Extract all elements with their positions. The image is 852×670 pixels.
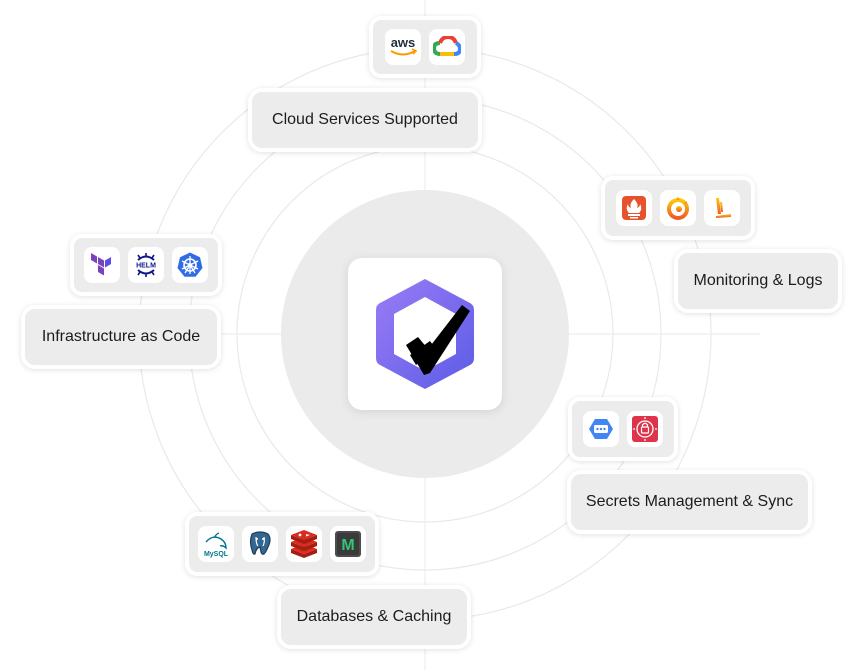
gcp-secret-manager-icon bbox=[583, 411, 619, 447]
postgresql-icon bbox=[242, 526, 278, 562]
memcached-icon: M bbox=[330, 526, 366, 562]
cloud-services-icon-group: aws bbox=[369, 16, 481, 78]
monitoring-label: Monitoring & Logs bbox=[693, 272, 823, 289]
cloud-services-label-pill: Cloud Services Supported bbox=[248, 88, 482, 152]
loki-icon bbox=[704, 190, 740, 226]
svg-text:M: M bbox=[341, 537, 354, 554]
redis-icon bbox=[286, 526, 322, 562]
secrets-label: Secrets Management & Sync bbox=[585, 493, 794, 510]
svg-text:aws: aws bbox=[391, 35, 416, 50]
databases-icon-group: MySQL M bbox=[185, 512, 379, 576]
center-logo-card bbox=[348, 258, 502, 410]
aws-secrets-manager-icon bbox=[627, 411, 663, 447]
infra-icon-group: HELM bbox=[70, 234, 222, 296]
infra-label-pill: Infrastructure as Code bbox=[21, 305, 221, 369]
monitoring-icon-group bbox=[601, 176, 755, 240]
grafana-icon bbox=[660, 190, 696, 226]
secrets-icon-group bbox=[568, 397, 678, 461]
cloud-services-label: Cloud Services Supported bbox=[272, 111, 458, 128]
infra-label: Infrastructure as Code bbox=[41, 328, 201, 345]
prometheus-icon bbox=[616, 190, 652, 226]
terraform-icon bbox=[84, 247, 120, 283]
helm-icon: HELM bbox=[128, 247, 164, 283]
kubernetes-icon bbox=[172, 247, 208, 283]
databases-label-pill: Databases & Caching bbox=[277, 585, 471, 649]
hexagon-check-logo-icon bbox=[376, 279, 474, 389]
svg-text:MySQL: MySQL bbox=[204, 551, 229, 558]
mysql-icon: MySQL bbox=[198, 526, 234, 562]
monitoring-label-pill: Monitoring & Logs bbox=[674, 249, 842, 313]
aws-icon: aws bbox=[385, 29, 421, 65]
google-cloud-icon bbox=[429, 29, 465, 65]
secrets-label-pill: Secrets Management & Sync bbox=[567, 470, 812, 534]
svg-text:HELM: HELM bbox=[136, 263, 156, 270]
databases-label: Databases & Caching bbox=[296, 608, 452, 625]
